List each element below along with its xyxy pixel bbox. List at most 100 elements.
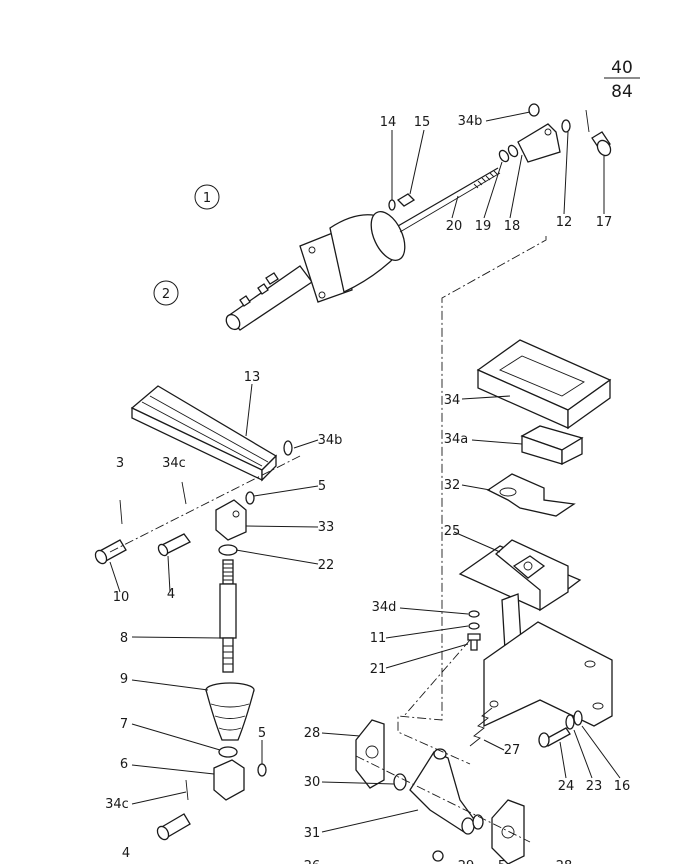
leader-11 [385, 625, 469, 639]
leader-34 [461, 395, 511, 400]
label-20: 20 [446, 219, 463, 234]
leader-5-top [253, 485, 319, 497]
label-32: 32 [444, 478, 461, 493]
spring-27 [469, 707, 493, 747]
label-4-bot: 4 [122, 846, 130, 861]
leader-31 [321, 809, 419, 833]
label-4-top: 4 [167, 587, 175, 602]
washer-34b-top [528, 103, 540, 117]
label-16: 16 [614, 779, 631, 794]
rod-clevis-hole [232, 510, 240, 518]
label-14: 14 [380, 115, 397, 130]
washer-5-bottom [257, 763, 267, 777]
washer-11 [468, 622, 480, 630]
washer-5-lower [472, 814, 484, 830]
pedal-plate-end [261, 454, 277, 482]
lever-31-boss [461, 817, 475, 835]
cylinder-ports [239, 272, 279, 307]
lever-axis-line [355, 755, 531, 843]
plate-32 [486, 473, 576, 517]
page-number-bottom: 84 [611, 82, 633, 102]
push-rod-thread [473, 170, 499, 189]
washer-23 [565, 714, 575, 730]
circle-ref-1 [194, 184, 220, 210]
center-line-main [397, 236, 547, 765]
label-5-bot: 5 [258, 726, 266, 741]
label-6: 6 [120, 757, 128, 772]
leader-16 [581, 725, 621, 779]
label-31: 31 [304, 826, 321, 841]
washer-16 [573, 710, 583, 726]
washer-30 [393, 773, 407, 791]
label-26: 26 [304, 859, 321, 864]
label-12: 12 [556, 215, 573, 230]
bracket-28-right-hole [501, 825, 515, 839]
leader-7 [131, 723, 221, 751]
label-25: 25 [444, 524, 461, 539]
bracket-slot-1 [584, 660, 596, 668]
bracket-assembly [355, 236, 613, 864]
leader-28-left [321, 732, 361, 737]
label-24: 24 [558, 779, 575, 794]
pedal-rib-2 [149, 395, 269, 463]
label-34c-top: 34c [162, 456, 186, 471]
label-15: 15 [414, 115, 431, 130]
bracket-slot-2 [592, 702, 604, 710]
label-13: 13 [244, 370, 261, 385]
bracket-slot-3 [489, 700, 499, 708]
label-3: 3 [116, 456, 124, 471]
master-cylinder-assembly [225, 103, 612, 331]
label-10: 10 [113, 590, 130, 605]
leader-25 [453, 531, 501, 553]
label-17: 17 [596, 215, 613, 230]
frame-34-side [567, 378, 611, 430]
leader-4-top [167, 555, 171, 593]
circle-ref-2 [153, 280, 179, 306]
cotter-top [585, 109, 590, 133]
label-29: 29 [458, 859, 475, 864]
housing-25-bore [523, 561, 533, 571]
rod-lower-thread [222, 637, 234, 673]
rod-thread-lines-2 [223, 645, 233, 665]
bracket-28-left [355, 719, 385, 789]
leader-34b-top [485, 111, 531, 122]
label-28-right: 28 [556, 859, 573, 864]
part-labels: 14 15 34b 20 19 18 12 17 13 34b 3 34c 5 … [105, 114, 630, 864]
bracket-28-left-hole [365, 745, 379, 759]
leader-34b-mid [293, 439, 319, 449]
label-28-left: 28 [304, 726, 321, 741]
cotter-34c-top [181, 481, 187, 505]
washer-14 [388, 199, 396, 211]
label-11: 11 [370, 631, 387, 646]
leader-22 [235, 549, 319, 565]
nut-7 [218, 746, 238, 758]
label-34c-bot: 34c [105, 797, 129, 812]
pin-4-bottom-head [156, 825, 170, 841]
label-34a: 34a [444, 432, 469, 447]
leader-8 [131, 636, 221, 639]
flange-bolt-1 [308, 246, 316, 254]
pedal-rib-1 [141, 401, 263, 467]
circle-ref-1-text: 1 [203, 191, 211, 206]
label-18: 18 [504, 219, 521, 234]
booster-drum-end [370, 211, 406, 261]
label-21: 21 [370, 662, 387, 677]
leader-10 [109, 561, 121, 593]
pin-17-head [596, 139, 612, 157]
leader-18 [509, 154, 523, 219]
leader-34d [399, 607, 469, 615]
washer-34b-mid [283, 440, 293, 456]
label-33: 33 [318, 520, 335, 535]
label-34b-top: 34b [458, 114, 483, 129]
leader-33 [245, 525, 319, 528]
nut-22 [218, 544, 238, 556]
leader-lines [109, 111, 621, 833]
pedal-axis-line [109, 455, 301, 553]
push-rod-edge [399, 172, 501, 233]
label-34b-mid: 34b [318, 433, 343, 448]
label-22: 22 [318, 558, 335, 573]
leader-20 [451, 195, 459, 219]
label-7: 7 [120, 717, 128, 732]
nut-19 [498, 149, 510, 163]
